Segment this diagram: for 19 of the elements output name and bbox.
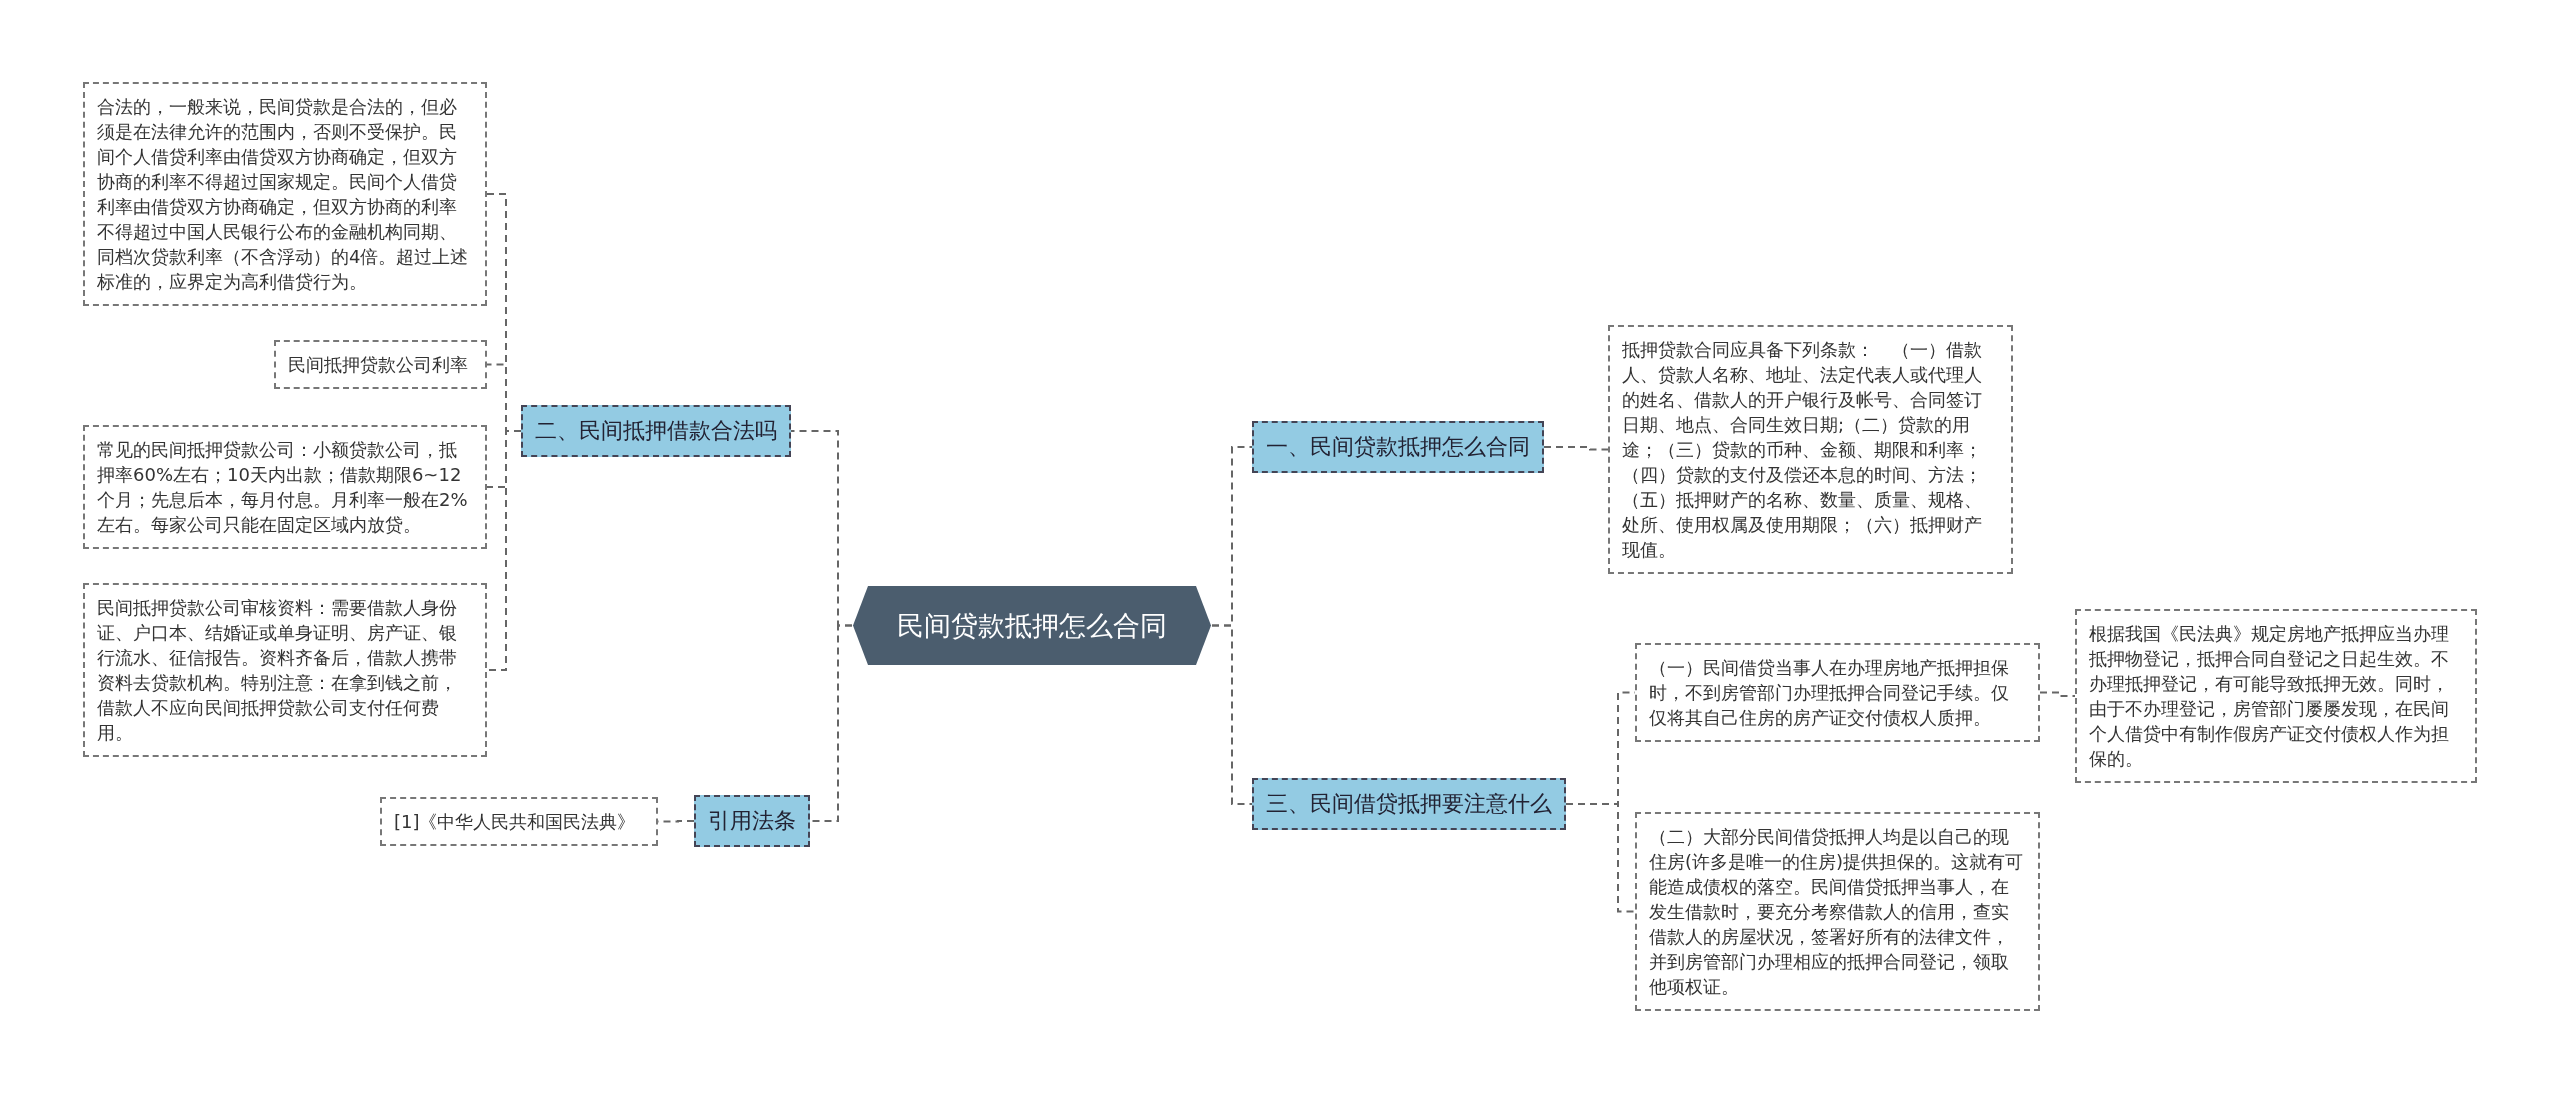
note-box: 抵押贷款合同应具备下列条款： （一）借款人、贷款人名称、地址、法定代表人或代理人的姓名、借款人的开户银行及帐号、合同签订日期、地点、合同生效日期;（二）贷款的用途；（三）贷款的币种、金额、期限和利率；（四）贷款的支付及偿还本息的时间、方法；（五）抵押财产的名称、数量、质量、规格、处所、使用权属及使用期限；（六）抵押财产现值。 xyxy=(1608,325,2013,574)
note-box: （二）大部分民间借贷抵押人均是以自己的现住房(许多是唯一的住房)提供担保的。这就有可能造成债权的落空。民间借贷抵押当事人，在发生借款时，要充分考察借款人的信用，查实借款人的房屋状况，签署好所有的法律文件，并到房管部门办理相应的抵押合同登记，领取他项权证。 xyxy=(1635,812,2040,1011)
note-box: （一）民间借贷当事人在办理房地产抵押担保时，不到房管部门办理抵押合同登记手续。仅仅将其自己住房的房产证交付债权人质押。 xyxy=(1635,643,2040,742)
note-box: 民间抵押贷款公司利率 xyxy=(274,340,487,389)
topic-box: 三、民间借贷抵押要注意什么 xyxy=(1252,778,1566,830)
note-box: 常见的民间抵押贷款公司：小额贷款公司，抵押率60%左右；10天内出款；借款期限6~12个月；先息后本，每月付息。月利率一般在2%左右。每家公司只能在固定区域内放贷。 xyxy=(83,425,487,549)
note-box: 根据我国《民法典》规定房地产抵押应当办理抵押物登记，抵押合同自登记之日起生效。不办理抵押登记，有可能导致抵押无效。同时，由于不办理登记，房管部门屡屡发现，在民间个人借贷中有制作假房产证交付债权人作为担保的。 xyxy=(2075,609,2477,783)
note-box: 民间抵押贷款公司审核资料：需要借款人身份证、户口本、结婚证或单身证明、房产证、银行流水、征信报告。资料齐备后，借款人携带资料去贷款机构。特别注意：在拿到钱之前，借款人不应向民间抵押贷款公司支付任何费用。 xyxy=(83,583,487,757)
note-box: [1]《中华人民共和国民法典》 xyxy=(380,797,658,846)
connector-line xyxy=(1543,446,1609,451)
connector-line xyxy=(1211,624,1253,805)
connector-line xyxy=(2039,691,2076,697)
connector-line xyxy=(486,430,522,671)
connector-line xyxy=(1565,803,1636,913)
topic-box: 引用法条 xyxy=(694,795,810,847)
topic-box: 一、民间贷款抵押怎么合同 xyxy=(1252,421,1544,473)
central-topic-text: 民间贷款抵押怎么合同 xyxy=(896,608,1168,643)
topic-box: 二、民间抵押借款合法吗 xyxy=(521,405,791,457)
note-box: 合法的，一般来说，民间贷款是合法的，但必须是在法律允许的范围内，否则不受保护。民间个人借贷利率由借贷双方协商确定，但双方协商的利率不得超过国家规定。民间个人借贷利率由借贷双方协商确定，但双方协商的利率不得超过中国人民银行公布的金融机构同期、同档次贷款利率（不含浮动）的4倍。超过上述标准的，应界定为高利借贷行为。 xyxy=(83,82,487,306)
